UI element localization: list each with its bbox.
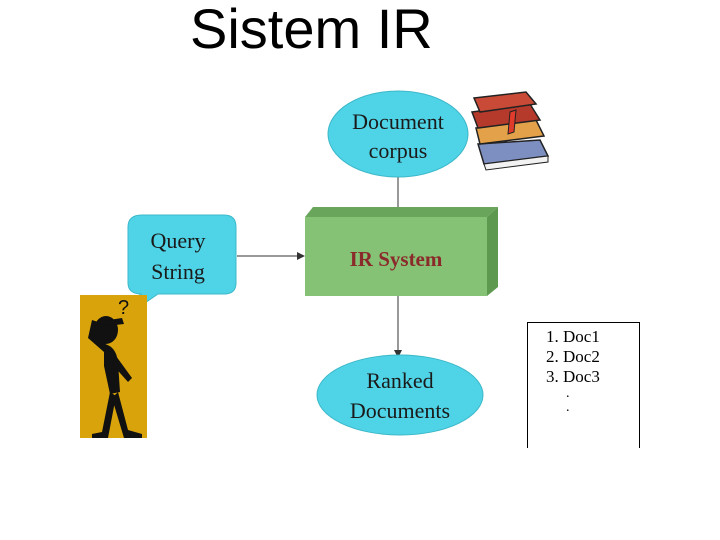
ir-system-label: IR System xyxy=(350,247,443,271)
query-label-line2: String xyxy=(151,259,205,284)
query-string-bubble: Query String xyxy=(127,214,237,314)
query-label-line1: Query xyxy=(151,228,206,253)
document-corpus-node: Document corpus xyxy=(327,90,469,178)
corpus-label-line1: Document xyxy=(352,109,444,134)
page-title: Sistem IR xyxy=(190,0,433,60)
ranked-results-list: 1. Doc1 2. Doc2 3. Doc3 . . xyxy=(527,322,640,448)
question-mark-icon: ? xyxy=(118,297,129,319)
ranked-documents-node: Ranked Documents xyxy=(316,354,484,436)
thinking-person-icon: ? xyxy=(80,295,147,438)
books-icon xyxy=(470,91,550,171)
ranked-label-line1: Ranked xyxy=(366,368,433,393)
ranked-label-line2: Documents xyxy=(350,398,450,423)
result-ellipsis-dot: . xyxy=(566,386,570,401)
corpus-label-line2: corpus xyxy=(369,138,428,163)
result-item: 1. Doc1 xyxy=(546,327,600,346)
result-item: 2. Doc2 xyxy=(546,347,600,366)
result-ellipsis-dot: . xyxy=(566,400,570,415)
ir-system-node: IR System xyxy=(305,207,498,296)
result-item: 3. Doc3 xyxy=(546,367,600,386)
